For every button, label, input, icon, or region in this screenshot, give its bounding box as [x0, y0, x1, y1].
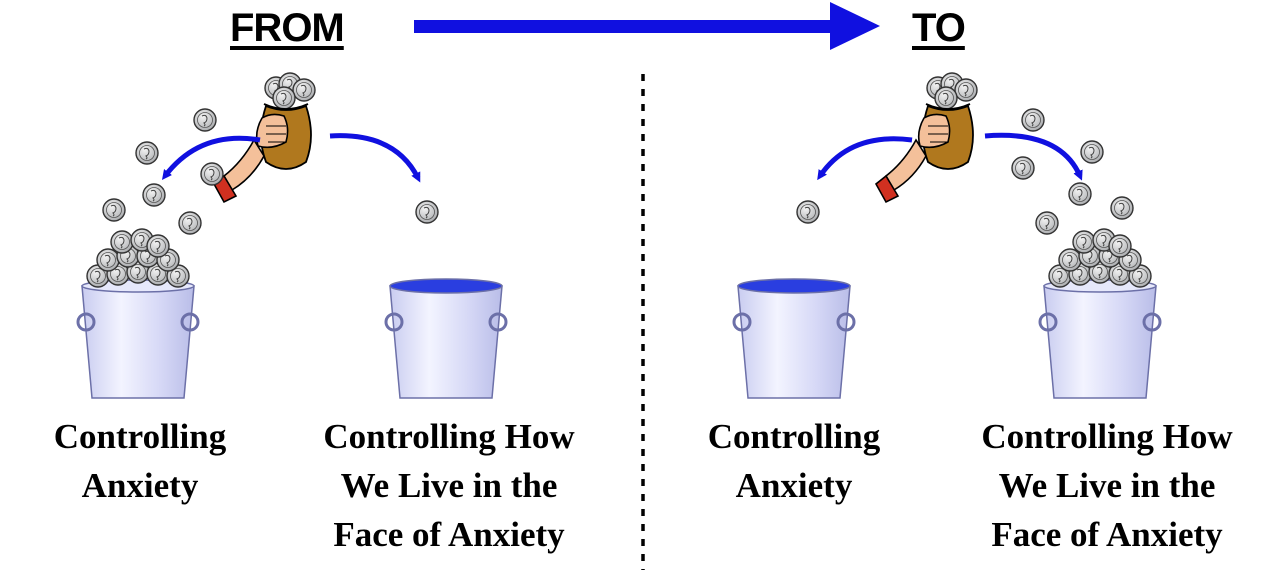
heading-to: TO [912, 6, 966, 50]
caption-line: Controlling [707, 417, 881, 456]
from-right-caption: Controlling How We Live in the Face of A… [290, 412, 608, 559]
caption-line: Controlling How [323, 417, 575, 456]
falling-coins-many [1011, 108, 1134, 235]
caption-line: Anxiety [735, 466, 853, 505]
arrow-to-left-bucket [161, 135, 261, 180]
to-panel [732, 72, 1162, 399]
bucket-full-icon [1038, 228, 1162, 399]
bucket-empty-icon [384, 278, 508, 399]
caption-line: We Live in the [998, 466, 1216, 505]
to-left-caption: Controlling Anxiety [674, 412, 914, 510]
falling-coin-single [415, 200, 439, 224]
bucket-empty-icon [732, 278, 856, 399]
caption-line: Face of Anxiety [991, 515, 1223, 554]
heading-from: FROM [230, 6, 345, 50]
arrow-to-right-bucket [329, 133, 421, 183]
hand-bag-icon [874, 72, 978, 204]
from-panel [76, 72, 508, 399]
to-right-caption: Controlling How We Live in the Face of A… [948, 412, 1266, 559]
caption-line: Controlling [53, 417, 227, 456]
arrow-to-left-bucket [817, 136, 913, 181]
caption-line: Controlling How [981, 417, 1233, 456]
main-arrow [414, 2, 880, 50]
hand-bag-icon [212, 72, 316, 204]
falling-coin-single [796, 200, 820, 224]
bucket-full-icon [76, 228, 200, 399]
caption-line: We Live in the [340, 466, 558, 505]
from-left-caption: Controlling Anxiety [20, 412, 260, 510]
falling-coins-many [102, 108, 224, 235]
arrow-to-right-bucket [984, 132, 1083, 181]
caption-line: Face of Anxiety [333, 515, 565, 554]
caption-line: Anxiety [81, 466, 199, 505]
